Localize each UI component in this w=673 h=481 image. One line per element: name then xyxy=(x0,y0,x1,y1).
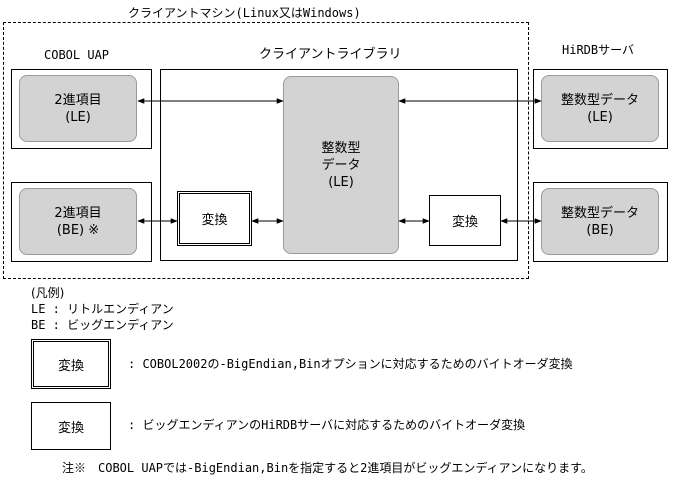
legend-convert-single-desc: : ビッグエンディアンのHiRDBサーバに対応するためのバイトオーダ変換 xyxy=(128,418,526,432)
binary-item-be-line2: (BE) ※ xyxy=(56,222,100,238)
binary-item-le-line1: 2進項目 xyxy=(54,92,102,108)
binary-item-le: 2進項目 (LE) xyxy=(19,75,137,142)
client-machine-title: クライアントマシン(Linux又はWindows) xyxy=(128,6,361,20)
hirdb-server-title: HiRDBサーバ xyxy=(562,43,635,57)
integer-data-le: 整数型 データ (LE) xyxy=(283,76,399,254)
hirdb-integer-le-line1: 整数型データ xyxy=(560,92,639,108)
legend-convert-single: 変換 xyxy=(31,402,111,450)
convert-box-double: 変換 xyxy=(177,191,252,246)
client-machine-boundary xyxy=(3,22,529,279)
binary-item-be: 2進項目 (BE) ※ xyxy=(19,188,137,255)
legend-be: BE : ビッグエンディアン xyxy=(31,318,174,332)
binary-item-le-line2: (LE) xyxy=(65,109,91,125)
hirdb-integer-be: 整数型データ (BE) xyxy=(541,188,659,255)
convert-box-single: 変換 xyxy=(429,195,501,246)
integer-data-le-line2: データ xyxy=(321,157,361,173)
legend-convert-double-desc: : COBOL2002の-BigEndian,Binオプションに対応するためのバ… xyxy=(128,357,573,371)
footnote: 注※ COBOL UAPでは-BigEndian,Binを指定すると2進項目がビ… xyxy=(62,461,593,475)
hirdb-integer-be-line2: (BE) xyxy=(586,222,614,238)
legend-convert-double: 変換 xyxy=(31,339,111,389)
integer-data-le-line3: (LE) xyxy=(328,174,354,190)
integer-data-le-line1: 整数型 xyxy=(321,140,361,156)
client-library-title: クライアントライブラリ xyxy=(259,47,402,62)
hirdb-integer-le: 整数型データ (LE) xyxy=(541,75,659,142)
legend-heading: (凡例) xyxy=(31,286,65,300)
cobol-uap-title: COBOL UAP xyxy=(44,48,110,62)
hirdb-integer-le-line2: (LE) xyxy=(587,109,613,125)
hirdb-integer-be-line1: 整数型データ xyxy=(560,205,639,221)
binary-item-be-line1: 2進項目 xyxy=(54,205,102,221)
legend-le: LE : リトルエンディアン xyxy=(31,302,174,316)
